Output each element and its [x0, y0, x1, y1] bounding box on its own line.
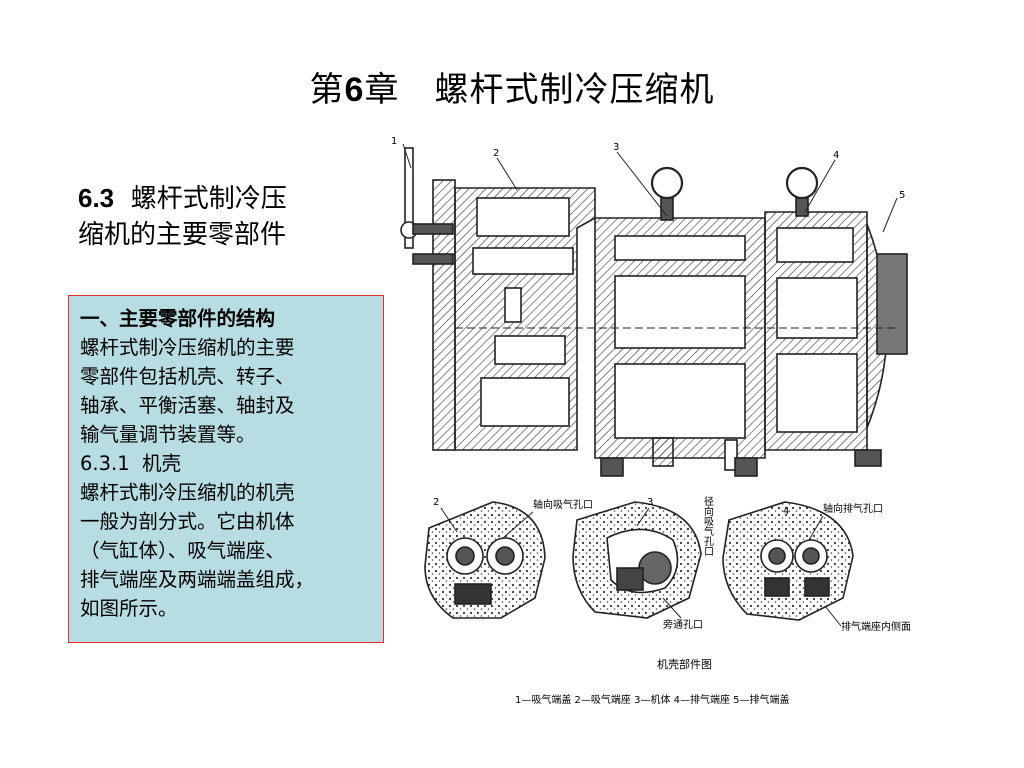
label-bypass-port: 旁通孔口 [663, 618, 703, 631]
subtitle-number: 6.3 [78, 183, 115, 213]
para1-line-4: 输气量调节装置等。 [80, 423, 256, 446]
callout-5: 5 [899, 190, 905, 201]
label-axial-discharge-port: 轴向排气孔口 [823, 502, 883, 515]
callout-3: 3 [613, 142, 619, 153]
compressor-casing-figure: 1 2 3 4 5 2 轴向吸气孔口 3 径向吸气孔口 旁通孔口 4 轴向排气孔… [391, 136, 910, 706]
callout-2: 2 [493, 148, 499, 159]
lower-callout-2: 2 [433, 497, 439, 508]
slide-title: 第6章 螺杆式制冷压缩机 [0, 62, 1024, 111]
para2-line-3: （气缸体）、吸气端座、 [80, 539, 285, 562]
lifting-eye-right [785, 166, 819, 200]
figure-caption: 机壳部件图 [657, 657, 712, 671]
subtitle-text-1: 螺杆式制冷压 [130, 184, 287, 214]
part-suction-end-seat [424, 501, 546, 619]
callout-4: 4 [833, 150, 839, 161]
title-chapter-number: 6 [344, 71, 365, 109]
para1-line-2: 零部件包括机壳、转子、 [80, 365, 295, 388]
subtitle-line-1: 6.3 螺杆式制冷压 [78, 180, 378, 217]
callout-1: 1 [391, 136, 397, 147]
label-radial-suction-port: 径向吸气孔口 [702, 495, 714, 556]
title-text: 章 螺杆式制冷压缩机 [364, 70, 715, 110]
longitudinal-section-drawing [400, 147, 908, 477]
title-prefix: 第 [309, 70, 345, 110]
figure-legend: 1—吸气端盖 2—吸气端座 3—机体 4—排气端座 5—排气端盖 [515, 693, 790, 706]
label-discharge-seat-inner-face: 排气端座内侧面 [841, 620, 910, 633]
lower-callout-3: 3 [647, 497, 653, 508]
para2-line-4: 排气端座及两端端盖组成， [80, 568, 315, 591]
lifting-eye-left [650, 166, 684, 200]
content-textbox: 一、主要零部件的结构 螺杆式制冷压缩机的主要 零部件包括机壳、转子、 轴承、平衡… [68, 295, 384, 643]
para1-line-3: 轴承、平衡活塞、轴封及 [80, 394, 295, 417]
para1-line-1: 螺杆式制冷压缩机的主要 [80, 336, 295, 359]
subtitle-line-2: 缩机的主要零部件 [78, 220, 287, 250]
section-subtitle: 6.3 螺杆式制冷压 缩机的主要零部件 [78, 180, 378, 253]
textbox-heading: 一、主要零部件的结构 [80, 307, 276, 330]
section-heading: 6.3.1 机壳 [80, 452, 182, 475]
valve-lever [404, 147, 414, 249]
suction-end-cover [432, 179, 456, 451]
para2-line-5: 如图所示。 [80, 597, 178, 620]
label-axial-suction-port: 轴向吸气孔口 [533, 498, 593, 511]
part-discharge-end-seat [722, 501, 854, 621]
upper-callouts [402, 143, 898, 233]
para2-line-2: 一般为剖分式。它由机体 [80, 510, 295, 533]
lower-callout-4: 4 [783, 506, 789, 517]
part-compressor-body [572, 501, 702, 619]
para2-line-1: 螺杆式制冷压缩机的机壳 [80, 481, 295, 504]
